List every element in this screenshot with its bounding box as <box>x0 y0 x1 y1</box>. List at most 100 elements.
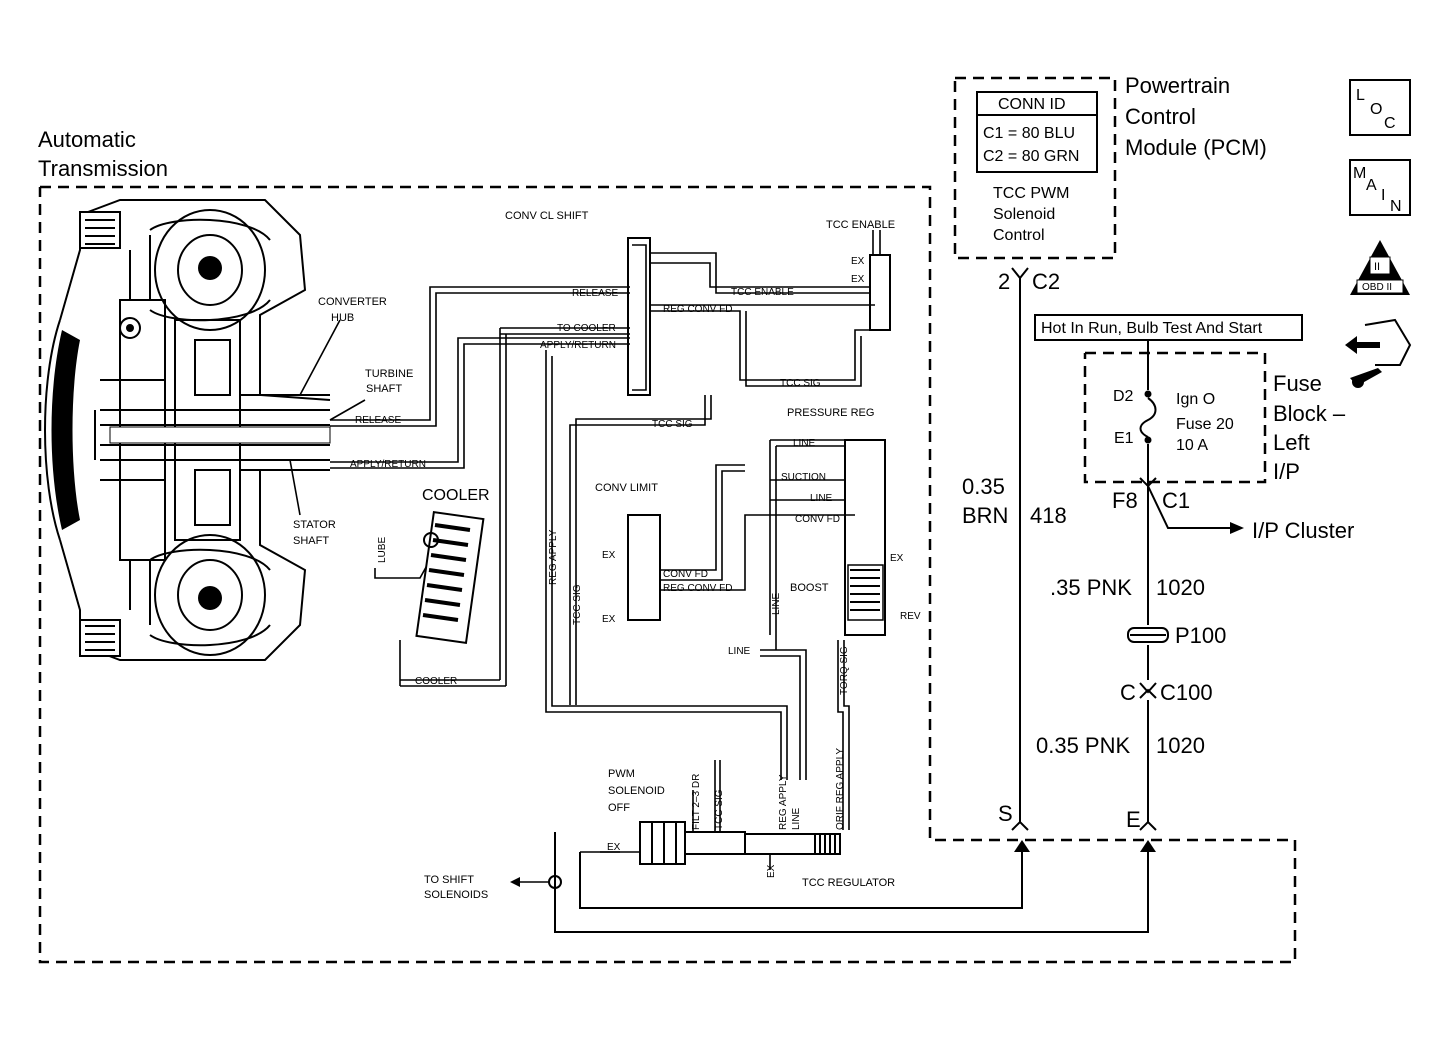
fuse-d2: D2 <box>1113 388 1134 405</box>
conn-c1: C1 = 80 BLU <box>983 125 1075 142</box>
tcc-enable-line-label: TCC ENABLE <box>731 287 794 298</box>
boost-label: BOOST <box>790 582 829 594</box>
regulator-ex-label: EX <box>766 864 777 878</box>
tcc-enable-label: TCC ENABLE <box>826 219 895 231</box>
filt-2-3-dr-label: FILT 2–3 DR <box>691 774 702 830</box>
tcc-sig-label-1: TCC SIG <box>780 378 821 389</box>
to-shift-label-1: TO SHIFT <box>424 874 474 886</box>
main-icon[interactable]: M A I N <box>1349 159 1411 216</box>
line-label-3: LINE <box>728 646 751 657</box>
conv-fd-label-1: CONV FD <box>663 569 708 580</box>
line-label-4: LINE <box>791 807 802 830</box>
loc-icon-l: L <box>1356 87 1365 104</box>
tcc-regulator-label: TCC REGULATOR <box>802 877 895 889</box>
pcm-title-3: Module (PCM) <box>1125 135 1267 160</box>
c1-label: C1 <box>1162 488 1190 513</box>
wire-1020-circuit-1: 1020 <box>1156 575 1205 600</box>
pressure-reg-ex: EX <box>890 553 904 564</box>
wire-1020-label-1: .35 PNK <box>1050 575 1132 600</box>
tcc-enable-ex-2: EX <box>851 274 865 285</box>
wire-418-circuit: 418 <box>1030 503 1067 528</box>
fuse-block <box>1083 340 1267 484</box>
line-label-1: LINE <box>793 438 816 449</box>
cooler-line-label: COOLER <box>415 676 457 687</box>
ip-cluster-label: I/P Cluster <box>1252 518 1354 543</box>
release-label: RELEASE <box>572 288 618 299</box>
main-icon-m: M <box>1353 165 1366 182</box>
pwm-solenoid-label-2: SOLENOID <box>608 785 665 797</box>
fuse-block-label-4: I/P <box>1273 459 1300 484</box>
release-shaft-label: RELEASE <box>355 415 401 426</box>
cooler-title: COOLER <box>422 487 490 504</box>
reg-apply-label-2: REG APPLY <box>778 774 789 830</box>
pwm-solenoid-label-3: OFF <box>608 802 630 814</box>
conv-fd-label-2: CONV FD <box>795 514 840 525</box>
converter-hub-label-1: CONVERTER <box>318 296 387 308</box>
wire-1020-label-2: 0.35 PNK <box>1036 733 1130 758</box>
conv-cl-shift-label: CONV CL SHIFT <box>505 210 589 222</box>
apply-return-valve-label: APPLY/RETURN <box>540 340 616 351</box>
stator-shaft-label-1: STATOR <box>293 519 336 531</box>
conv-limit-ex-1: EX <box>602 550 616 561</box>
turbine-shaft-label-1: TURBINE <box>365 368 413 380</box>
main-icon-a: A <box>1366 177 1377 194</box>
connector-c100: C100 <box>1160 680 1213 705</box>
f8-label: F8 <box>1112 488 1138 513</box>
transmission-title-2: Transmission <box>38 156 168 181</box>
pcm-connector-c2: C2 <box>1032 269 1060 294</box>
obd-ii-icon[interactable]: II OBD II <box>1350 240 1410 295</box>
stator-shaft-label-2: SHAFT <box>293 535 329 547</box>
power-label: Hot In Run, Bulb Test And Start <box>1041 320 1263 337</box>
transmission-boundary <box>38 185 1297 964</box>
wrench-arrows-icon[interactable] <box>1345 318 1412 388</box>
wire-418-color: BRN <box>962 503 1008 528</box>
wire-1020-circuit-2: 1020 <box>1156 733 1205 758</box>
fuse-ign: Ign O <box>1176 391 1215 408</box>
fuse-e1: E1 <box>1114 430 1134 447</box>
fuse-block-label-3: Left <box>1273 430 1310 455</box>
lube-label: LUBE <box>377 537 388 563</box>
obd-icon-bottom: OBD II <box>1362 282 1392 293</box>
pcm-desc-1: TCC PWM <box>993 185 1069 202</box>
pin-s: S <box>998 801 1013 826</box>
tcc-sig-vertical-label: TCC SIG <box>572 584 583 625</box>
pcm-title-2: Control <box>1125 104 1196 129</box>
solenoid-ex-label: EX <box>607 842 621 853</box>
fuse-block-label-2: Block – <box>1273 401 1346 426</box>
reg-apply-label-1: REG APPLY <box>548 529 559 585</box>
line-label-2: LINE <box>810 493 833 504</box>
main-icon-i: I <box>1381 187 1385 204</box>
reg-conv-fd-label: REG CONV FD <box>663 304 732 315</box>
loc-icon-c: C <box>1384 115 1396 132</box>
line-label-vertical: LINE <box>771 592 782 615</box>
tcc-enable-ex-1: EX <box>851 256 865 267</box>
fuse-block-label-1: Fuse <box>1273 371 1322 396</box>
pcm-desc-2: Solenoid <box>993 206 1055 223</box>
conn-c2: C2 = 80 GRN <box>983 148 1079 165</box>
torq-sig-label: TORQ SIG <box>839 646 850 695</box>
connector-c: C <box>1120 680 1136 705</box>
torque-converter-illustration <box>44 199 366 661</box>
pcm-title-1: Powertrain <box>1125 73 1230 98</box>
to-shift-label-2: SOLENOIDS <box>424 889 488 901</box>
pwm-solenoid-label-1: PWM <box>608 768 635 780</box>
conn-id-header: CONN ID <box>998 96 1066 113</box>
pressure-reg-label: PRESSURE REG <box>787 407 874 419</box>
suction-label: SUCTION <box>781 472 826 483</box>
cooler-illustration <box>415 510 485 644</box>
orif-reg-apply-label: ORIF REG APPLY <box>835 748 846 830</box>
hydraulic-passages <box>330 230 1149 933</box>
tcc-sig-label-2: TCC SIG <box>652 419 693 430</box>
obd-icon-top: II <box>1374 261 1380 273</box>
converter-hub-label-2: HUB <box>331 312 354 324</box>
fuse-name: Fuse 20 <box>1176 416 1234 433</box>
loc-icon[interactable]: L O C <box>1349 79 1411 136</box>
conv-limit-label: CONV LIMIT <box>595 482 658 494</box>
pcm-desc-3: Control <box>993 227 1045 244</box>
conv-limit-ex-2: EX <box>602 614 616 625</box>
splice-p100: P100 <box>1175 623 1226 648</box>
to-cooler-label: TO COOLER <box>557 323 616 334</box>
reg-conv-fd-label-2: REG CONV FD <box>663 583 732 594</box>
transmission-title-1: Automatic <box>38 127 136 152</box>
